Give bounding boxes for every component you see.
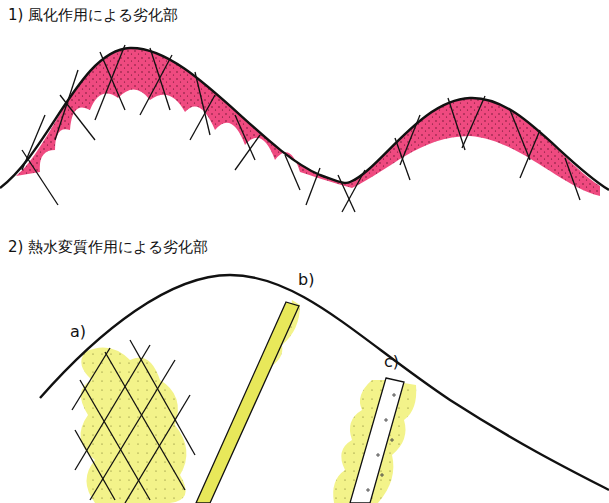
callout-letter: b) xyxy=(298,270,314,289)
ground-surface xyxy=(40,275,609,490)
ground-surface xyxy=(0,48,609,190)
callout-letter: c) xyxy=(384,352,399,371)
section-heading: 1) 風化作用による劣化部 xyxy=(8,6,178,24)
vein xyxy=(196,302,299,503)
section-heading: 2) 熱水変質作用による劣化部 xyxy=(8,238,208,256)
weathered-zone xyxy=(16,48,600,196)
altered-zone xyxy=(80,300,416,503)
callout-letter: a) xyxy=(70,322,86,341)
joint-lines xyxy=(22,45,580,212)
dyke xyxy=(350,378,404,503)
joint-network xyxy=(72,340,195,503)
